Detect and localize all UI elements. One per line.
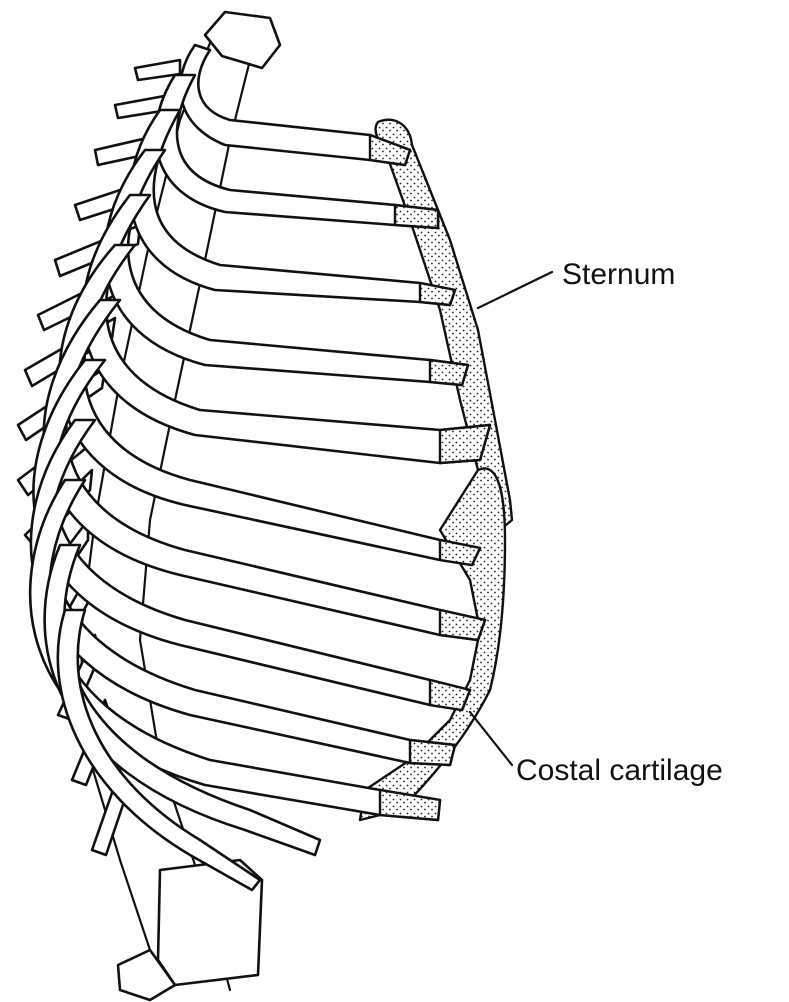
costal-cartilage-leader-line	[470, 712, 512, 765]
sternum-label: Sternum	[562, 258, 675, 291]
costal-cartilage-lower	[360, 468, 505, 820]
sternum-leader-line	[478, 272, 552, 308]
sternum	[376, 120, 512, 530]
neck-vertebra	[205, 12, 280, 68]
costal-cartilage-label: Costal cartilage	[516, 754, 723, 787]
